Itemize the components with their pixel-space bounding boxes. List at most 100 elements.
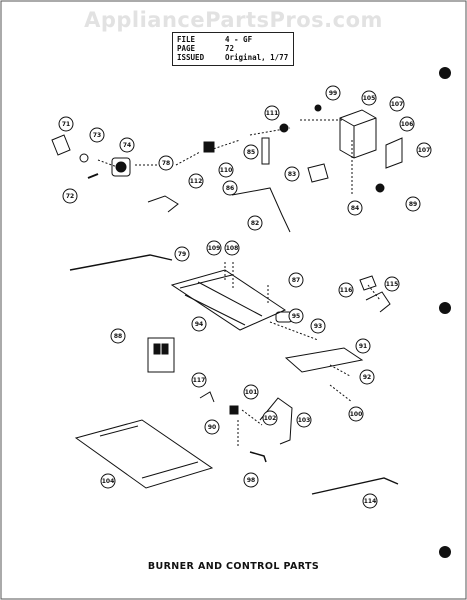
part-111-nut — [279, 123, 289, 133]
callout-99-label: 99 — [329, 90, 337, 97]
callout-72-label: 72 — [66, 193, 74, 200]
callout-100-label: 100 — [350, 411, 363, 418]
callout-87: 87 — [288, 272, 304, 288]
binder-hole-bottom — [439, 546, 451, 558]
callout-93: 93 — [310, 318, 326, 334]
callout-94: 94 — [191, 316, 207, 332]
part-105-box-edges — [339, 117, 377, 158]
part-115-wire — [365, 291, 391, 313]
callout-91: 91 — [355, 338, 371, 354]
callout-98-label: 98 — [247, 477, 255, 484]
callout-105: 105 — [361, 90, 377, 106]
part-104-panel-divider — [99, 425, 199, 479]
callout-101-label: 101 — [245, 389, 258, 396]
callout-92-label: 92 — [363, 374, 371, 381]
binder-hole-top — [439, 67, 451, 79]
callout-111-label: 111 — [266, 110, 279, 117]
callout-117: 117 — [191, 372, 207, 388]
part-73-washer — [79, 153, 89, 163]
file-value: 4 - GF — [225, 35, 253, 44]
callout-84-label: 84 — [351, 205, 359, 212]
callout-93-label: 93 — [314, 323, 322, 330]
callout-82-label: 82 — [251, 220, 259, 227]
part-74-valve-core — [115, 161, 127, 173]
callout-73: 73 — [89, 127, 105, 143]
callout-74: 74 — [119, 137, 135, 153]
callout-107-top: 107 — [389, 96, 405, 112]
file-label: FILE — [177, 35, 196, 44]
page-row: PAGE 72 — [177, 44, 289, 53]
callout-114-label: 114 — [364, 498, 377, 505]
part-99-screw — [314, 104, 322, 112]
callout-102-label: 102 — [264, 415, 277, 422]
callout-98: 98 — [243, 472, 259, 488]
diagram-caption: BURNER AND CONTROL PARTS — [147, 561, 320, 572]
callout-114: 114 — [362, 493, 378, 509]
part-91-bracket — [284, 347, 364, 373]
callout-89: 89 — [405, 196, 421, 212]
part-79-rod — [69, 254, 173, 271]
callout-90-label: 90 — [208, 424, 216, 431]
part-94-burner-ribs — [179, 274, 263, 326]
callout-84: 84 — [347, 200, 363, 216]
callout-83: 83 — [284, 166, 300, 182]
callout-115: 115 — [384, 276, 400, 292]
callout-101: 101 — [243, 384, 259, 400]
part-82-tube — [231, 187, 291, 233]
callout-88: 88 — [110, 328, 126, 344]
part-100-fitting — [229, 405, 239, 415]
callout-108: 108 — [224, 240, 240, 256]
callout-87-label: 87 — [292, 277, 300, 284]
callouts: 71 73 74 72 78 112 110 86 85 111 99 105 … — [58, 85, 432, 509]
part-114-rod — [311, 477, 399, 495]
issued-label: ISSUED — [177, 53, 205, 62]
callout-112-label: 112 — [190, 178, 203, 185]
part-116-clip — [359, 275, 377, 291]
callout-107-top-label: 107 — [391, 101, 404, 108]
part-98-spring — [249, 451, 267, 463]
issued-row: ISSUED Original, 1/77 — [177, 53, 289, 62]
callout-91-label: 91 — [359, 343, 367, 350]
callout-90: 90 — [204, 419, 220, 435]
part-103-tube — [259, 397, 293, 445]
part-94-burner — [170, 269, 287, 331]
part-89-grommet — [375, 183, 385, 193]
leader-lines — [97, 119, 381, 448]
callout-99: 99 — [325, 85, 341, 101]
callout-116: 116 — [338, 282, 354, 298]
file-info-box: FILE 4 - GF PAGE 72 ISSUED Original, 1/7… — [172, 32, 294, 66]
valve-bracket — [147, 195, 179, 213]
callout-79: 79 — [174, 246, 190, 262]
part-104-panel — [74, 419, 214, 489]
part-88-thermostat — [147, 337, 175, 373]
part-88-terminal-b — [161, 343, 169, 355]
part-74-valve — [111, 157, 131, 177]
file-row: FILE 4 - GF — [177, 35, 289, 44]
callout-78-label: 78 — [162, 160, 170, 167]
callout-116-label: 116 — [340, 287, 353, 294]
part-105-junction-box — [339, 109, 377, 159]
callout-109-label: 109 — [208, 245, 221, 252]
issued-value: Original, 1/77 — [225, 53, 289, 62]
callout-71-label: 71 — [62, 121, 70, 128]
callout-110-label: 110 — [220, 167, 233, 174]
callout-105-label: 105 — [363, 95, 376, 102]
callout-102: 102 — [262, 410, 278, 426]
callout-103: 103 — [296, 412, 312, 428]
callout-117-label: 117 — [193, 377, 206, 384]
callout-103-label: 103 — [298, 417, 311, 424]
part-117-clip — [199, 391, 215, 403]
callout-85: 85 — [243, 144, 259, 160]
watermark-text: AppliancePartsPros.com — [84, 8, 383, 32]
callout-95-label: 95 — [292, 313, 300, 320]
callout-86-label: 86 — [226, 185, 234, 192]
callout-89-label: 89 — [409, 201, 417, 208]
part-71-bracket — [51, 134, 71, 156]
callout-115-label: 115 — [386, 281, 399, 288]
callout-94-label: 94 — [195, 321, 203, 328]
callout-92: 92 — [359, 369, 375, 385]
callout-104-label: 104 — [102, 478, 115, 485]
part-85-bracket — [261, 137, 270, 165]
